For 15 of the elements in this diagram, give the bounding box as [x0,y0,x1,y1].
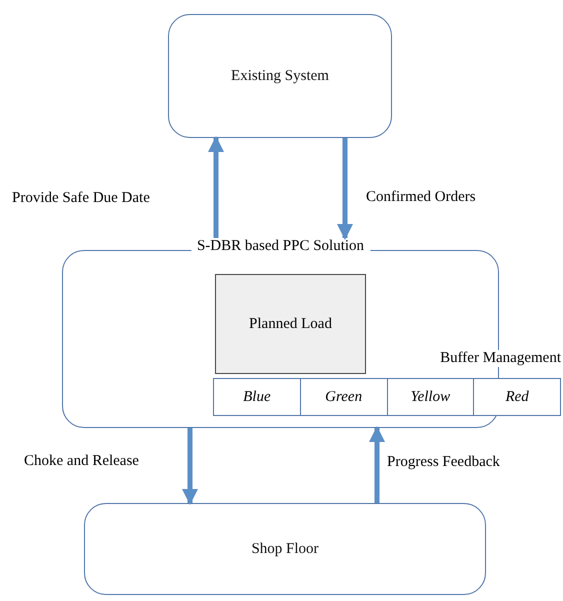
system-box: Shop Floor [84,503,486,595]
edge-label: Choke and Release [24,453,139,470]
buffer-zone-cell: Yellow [386,379,474,415]
load-box: Planned Load [215,274,366,374]
arrow [337,138,353,240]
arrow [182,428,198,505]
arrow [369,426,385,503]
edge-label: Confirmed Orders [366,189,476,206]
buffer-zone-cell: Blue [214,379,300,415]
buffer-zone-cell: Red [473,379,560,415]
edge-label: Provide Safe Due Date [12,190,150,207]
arrow [208,136,224,238]
system-box: Existing System [168,14,392,138]
edge-label: Progress Feedback [387,454,500,471]
buffer-zone-cell: Green [300,379,386,415]
